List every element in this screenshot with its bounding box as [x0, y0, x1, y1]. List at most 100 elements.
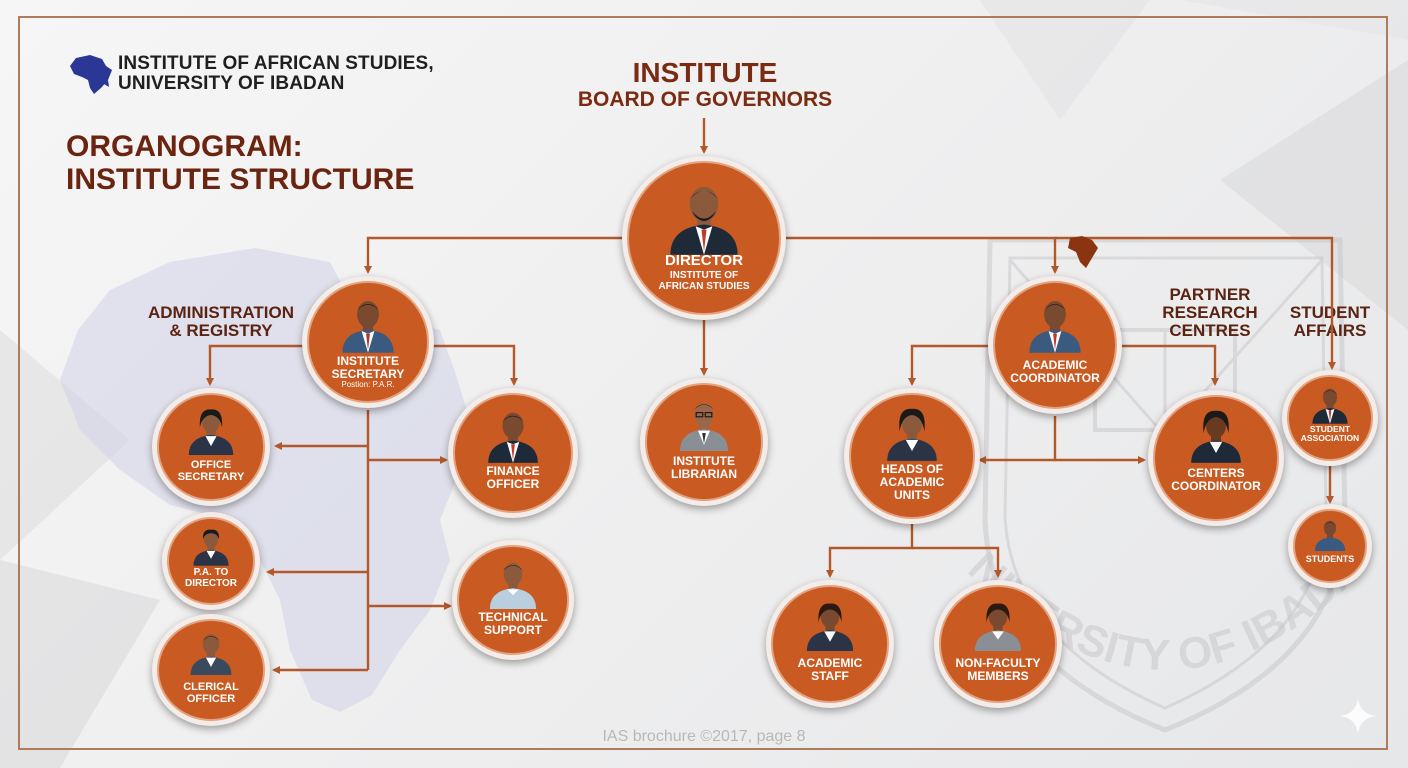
centers-line-2: COORDINATOR [1171, 479, 1261, 494]
node-institute-librarian[interactable]: INSTITUTE LIBRARIAN [640, 378, 768, 506]
pa-director-label: P.A. TO DIRECTOR [175, 567, 247, 589]
institution-line-1: INSTITUTE OF AFRICAN STUDIES, [118, 53, 434, 74]
heads-line-2: ACADEMIC [879, 475, 945, 490]
footer-caption: IAS brochure ©2017, page 8 [602, 728, 806, 745]
academic-coordinator-line-2: COORDINATOR [1010, 371, 1100, 386]
academic-coordinator-avatar-icon [1029, 300, 1081, 353]
academic-staff-line-2: STAFF [811, 669, 849, 684]
node-director[interactable]: DIRECTOR INSTITUTE OF AFRICAN STUDIES [622, 156, 786, 320]
technical-avatar-icon [489, 562, 537, 609]
director-title: DIRECTOR [664, 252, 744, 269]
non-faculty-line-2: MEMBERS [967, 669, 1029, 684]
secretary-line-1: INSTITUTE [337, 354, 399, 368]
sparkle-icon [1340, 698, 1376, 734]
centers-label: CENTERS COORDINATOR [1161, 466, 1271, 494]
office-secretary-label: OFFICE SECRETARY [165, 459, 257, 483]
office-secretary-avatar-icon [188, 409, 234, 455]
technical-label: TECHNICAL SUPPORT [465, 610, 561, 638]
academic-staff-avatar-icon [806, 603, 854, 651]
section-partner-line-2: RESEARCH [1162, 303, 1258, 322]
pa-director-line-1: P.A. TO [193, 567, 229, 578]
students-line-1: STUDENTS [1305, 554, 1355, 564]
institution-name: INSTITUTE OF AFRICAN STUDIES, UNIVERSITY… [118, 54, 434, 94]
librarian-line-1: INSTITUTE [673, 454, 735, 468]
heads-label: HEADS OF ACADEMIC UNITS [857, 462, 967, 503]
heads-line-3: UNITS [894, 488, 930, 503]
board-title-line-1: INSTITUTE [632, 57, 778, 88]
clerical-line-1: CLERICAL [183, 681, 239, 693]
node-students[interactable]: STUDENTS [1288, 504, 1372, 588]
section-partner-line-3: CENTRES [1169, 321, 1251, 340]
node-finance-officer[interactable]: FINANCE OFFICER [448, 388, 578, 518]
secretary-label: INSTITUTE SECRETARY Postion: P.A.R. [315, 354, 421, 390]
students-label: STUDENTS [1301, 554, 1359, 565]
section-admin-line-2: & REGISTRY [169, 321, 273, 340]
librarian-avatar-icon [680, 403, 728, 451]
page-title: ORGANOGRAM: INSTITUTE STRUCTURE [66, 130, 414, 196]
librarian-label: INSTITUTE LIBRARIAN [653, 454, 755, 482]
secretary-position: Postion: P.A.R. [341, 380, 395, 390]
finance-line-1: FINANCE [486, 464, 540, 478]
node-institute-secretary[interactable]: INSTITUTE SECRETARY Postion: P.A.R. [302, 276, 434, 408]
director-subtitle-2: AFRICAN STUDIES [658, 280, 750, 292]
director-subtitle-1: INSTITUTE OF [669, 269, 739, 281]
small-africa-icon [1068, 236, 1098, 268]
academic-coordinator-label: ACADEMIC COORDINATOR [1001, 358, 1109, 386]
centers-line-1: CENTERS [1187, 466, 1245, 480]
finance-line-2: OFFICER [486, 477, 540, 492]
node-academic-staff[interactable]: ACADEMIC STAFF [766, 580, 894, 708]
section-partner-line-1: PARTNER [1169, 285, 1251, 304]
node-clerical-officer[interactable]: CLERICAL OFFICER [152, 614, 270, 726]
students-avatar-icon [1314, 520, 1346, 551]
librarian-line-2: LIBRARIAN [671, 467, 737, 482]
technical-line-1: TECHNICAL [478, 610, 548, 624]
centers-avatar-icon [1191, 410, 1241, 463]
node-heads-of-academic-units[interactable]: HEADS OF ACADEMIC UNITS [844, 388, 980, 524]
academic-coordinator-line-1: ACADEMIC [1022, 358, 1088, 372]
section-student-line-1: STUDENT [1289, 303, 1371, 322]
node-academic-coordinator[interactable]: ACADEMIC COORDINATOR [988, 276, 1122, 414]
node-office-secretary[interactable]: OFFICE SECRETARY [152, 388, 270, 506]
finance-label: FINANCE OFFICER [461, 464, 565, 492]
node-non-faculty-members[interactable]: NON-FACULTY MEMBERS [934, 580, 1062, 708]
node-pa-to-director[interactable]: P.A. TO DIRECTOR [162, 512, 260, 610]
board-title-line-2: BOARD OF GOVERNORS [577, 88, 833, 111]
office-secretary-line-1: OFFICE [190, 459, 232, 471]
academic-staff-label: ACADEMIC STAFF [779, 656, 881, 684]
office-secretary-line-2: SECRETARY [177, 471, 245, 484]
director-avatar-icon [670, 186, 738, 255]
clerical-label: CLERICAL OFFICER [165, 681, 257, 705]
heads-avatar-icon [887, 408, 937, 461]
node-centers-coordinator[interactable]: CENTERS COORDINATOR [1148, 390, 1284, 526]
section-student-affairs: STUDENT AFFAIRS [1280, 304, 1380, 340]
student-association-avatar-icon [1312, 388, 1348, 424]
node-technical-support[interactable]: TECHNICAL SUPPORT [452, 540, 574, 660]
student-association-line-2: ASSOCIATION [1300, 433, 1360, 444]
director-label: DIRECTOR INSTITUTE OF AFRICAN STUDIES [635, 252, 773, 292]
page-frame [18, 16, 1388, 750]
africa-logo-icon [70, 55, 112, 94]
institution-line-2: UNIVERSITY OF IBADAN [118, 73, 345, 94]
student-association-line-1: STUDENT [1309, 424, 1351, 434]
section-admin-line-1: ADMINISTRATION [147, 303, 295, 322]
academic-staff-line-1: ACADEMIC [797, 656, 863, 670]
non-faculty-line-1: NON-FACULTY [955, 656, 1041, 670]
clerical-avatar-icon [190, 634, 232, 675]
pa-director-line-2: DIRECTOR [184, 578, 238, 589]
section-partner-centres: PARTNER RESEARCH CENTRES [1150, 286, 1270, 340]
finance-avatar-icon [488, 412, 538, 463]
non-faculty-avatar-icon [974, 603, 1022, 651]
secretary-avatar-icon [342, 300, 394, 353]
clerical-line-2: OFFICER [186, 693, 236, 706]
student-association-label: STUDENT ASSOCIATION [1295, 424, 1365, 444]
secretary-line-2: SECRETARY [331, 367, 405, 382]
node-student-association[interactable]: STUDENT ASSOCIATION [1282, 370, 1378, 466]
section-admin-registry: ADMINISTRATION & REGISTRY [140, 304, 302, 340]
heads-line-1: HEADS OF [880, 462, 943, 476]
technical-line-2: SUPPORT [483, 623, 542, 638]
page-title-line-1: ORGANOGRAM: [66, 130, 303, 163]
pa-director-avatar-icon [193, 529, 229, 566]
section-student-line-2: AFFAIRS [1293, 321, 1367, 340]
